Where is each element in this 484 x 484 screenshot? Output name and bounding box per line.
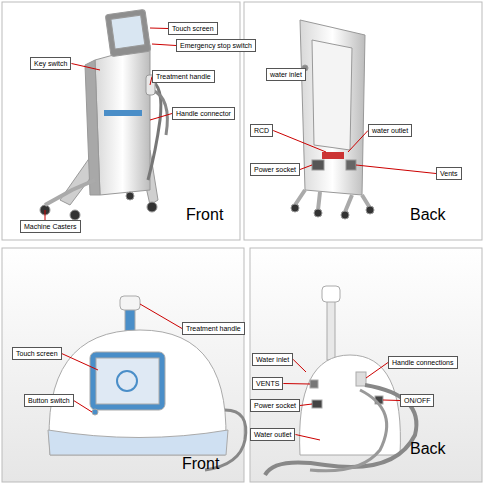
part-name: Touch screen <box>16 350 58 357</box>
callout-box: Water inlet <box>252 353 293 366</box>
part-name: Machine Casters <box>24 223 77 230</box>
leader-line <box>300 165 312 170</box>
callout-box: Treatment handle <box>152 70 215 83</box>
view-label: Front <box>182 455 219 473</box>
leader-line <box>74 401 92 413</box>
callout-box: VENTS <box>252 377 283 390</box>
callout-box: RCD <box>250 124 273 137</box>
part-name: Treatment handle <box>156 73 211 80</box>
part-name: Touch screen <box>172 25 214 32</box>
part-name: RCD <box>254 127 269 134</box>
leader-line <box>383 400 400 402</box>
part-name: Key switch <box>34 60 67 67</box>
leader-line <box>45 210 46 220</box>
leader-line <box>295 435 320 441</box>
leader-line <box>283 383 310 385</box>
part-name: Handle connector <box>176 110 231 117</box>
callout-box: Key switch <box>30 57 71 70</box>
callout-box: water outlet <box>368 124 412 137</box>
leader-line <box>300 404 312 406</box>
callout-box: water inlet <box>266 68 306 81</box>
view-label: Front <box>186 206 223 224</box>
callout-box: Power socket <box>250 163 300 176</box>
callout-box: ON/OFF <box>400 394 434 407</box>
part-name: Button switch <box>28 397 70 404</box>
callout-box: Emergency stop switch <box>176 39 256 52</box>
part-name: ON/OFF <box>404 397 430 404</box>
leader-line <box>140 304 182 329</box>
leader-line <box>273 131 326 153</box>
leader-line <box>150 114 172 121</box>
callout-box: Power socket <box>250 399 300 412</box>
leader-line <box>71 64 100 71</box>
leader-line <box>293 360 306 373</box>
callout-box: Vents <box>436 167 462 180</box>
leader-line <box>62 354 98 371</box>
leader-line <box>356 165 436 174</box>
part-name: Emergency stop switch <box>180 42 252 49</box>
leader-line <box>152 44 176 46</box>
callout-box: Water outlet <box>250 428 295 441</box>
callout-box: Touch screen <box>168 22 218 35</box>
callout-box: Handle connections <box>388 356 458 369</box>
callout-box: Touch screen <box>12 347 62 360</box>
callout-box: Machine Casters <box>20 220 81 233</box>
leader-line <box>366 363 388 379</box>
part-name: Handle connections <box>392 359 454 366</box>
part-name: water inlet <box>270 71 302 78</box>
part-name: water outlet <box>372 127 408 134</box>
part-name: Water outlet <box>254 431 291 438</box>
part-name: Power socket <box>254 166 296 173</box>
leader-line <box>348 131 368 153</box>
part-name: Vents <box>440 170 458 177</box>
view-label: Back <box>410 440 446 458</box>
part-name: Treatment handle <box>186 325 241 332</box>
callout-box: Button switch <box>24 394 74 407</box>
callout-box: Handle connector <box>172 107 235 120</box>
part-name: Power socket <box>254 402 296 409</box>
callout-box: Treatment handle <box>182 322 245 335</box>
part-name: Water inlet <box>256 356 289 363</box>
part-name: VENTS <box>256 380 279 387</box>
leader-line <box>150 28 168 30</box>
view-label: Back <box>410 206 446 224</box>
